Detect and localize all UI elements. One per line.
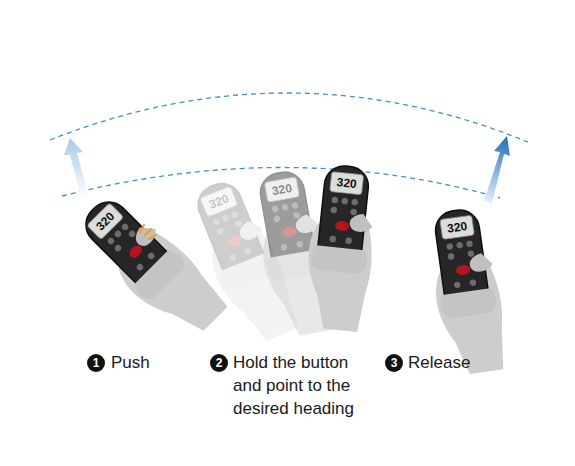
remote-button bbox=[454, 281, 461, 288]
remote-button bbox=[446, 243, 453, 250]
step-caption: Hold the button and point to the desired… bbox=[233, 351, 371, 420]
hand-thumb bbox=[468, 252, 493, 273]
remote-button bbox=[469, 279, 476, 286]
remote-button bbox=[296, 241, 303, 248]
remote-group bbox=[72, 163, 511, 377]
screen-slot: 320 bbox=[330, 172, 364, 195]
caption-slot: Push bbox=[111, 351, 191, 374]
remote-button bbox=[329, 236, 336, 243]
remote-button bbox=[229, 253, 237, 261]
remote-button bbox=[234, 220, 242, 228]
step-caption: Push bbox=[111, 351, 191, 374]
remote-button bbox=[281, 204, 288, 211]
remote-button bbox=[243, 247, 251, 255]
start-arrow bbox=[64, 138, 90, 200]
remote-button bbox=[456, 242, 463, 249]
remote-button bbox=[113, 229, 122, 238]
remote-button bbox=[293, 212, 300, 219]
step-number: 2 bbox=[210, 354, 228, 372]
remote-button bbox=[345, 237, 352, 244]
remote-screen bbox=[264, 177, 299, 202]
remote-button bbox=[147, 251, 156, 260]
remote-screen bbox=[440, 215, 474, 239]
remote-button bbox=[350, 209, 357, 216]
hand-thumb bbox=[236, 217, 264, 242]
remote-control bbox=[301, 163, 381, 333]
push-mark bbox=[149, 235, 156, 239]
step-number: 3 bbox=[385, 354, 403, 372]
step-caption: Release bbox=[408, 351, 508, 374]
remote-button bbox=[466, 240, 473, 247]
remote-button bbox=[341, 198, 348, 205]
red-button bbox=[227, 234, 244, 249]
red-button bbox=[127, 243, 144, 260]
end-arrow bbox=[484, 136, 510, 203]
display-reading: 320 bbox=[330, 172, 364, 195]
remote-button bbox=[216, 227, 224, 235]
remote-button bbox=[351, 199, 358, 206]
remote-button bbox=[121, 222, 130, 231]
remote-button bbox=[280, 243, 287, 250]
hand-thumb bbox=[349, 213, 374, 233]
remote-button bbox=[467, 250, 474, 257]
red-button bbox=[282, 226, 298, 238]
remote-screen bbox=[330, 172, 364, 195]
remote-button bbox=[331, 197, 338, 204]
remote-button bbox=[106, 237, 115, 246]
hand-fingers bbox=[310, 245, 368, 275]
remote-button bbox=[330, 206, 337, 213]
caption-slot: Hold the button and point to the desired… bbox=[233, 351, 371, 420]
remote-button bbox=[221, 214, 229, 222]
remote-button bbox=[128, 229, 137, 238]
red-button bbox=[335, 220, 350, 231]
remote-button bbox=[231, 210, 239, 218]
caption-slot: 2 bbox=[210, 354, 228, 372]
caption-slot: 3 bbox=[385, 354, 403, 372]
hand-fingers bbox=[439, 288, 498, 320]
outer-arc bbox=[50, 93, 528, 142]
caption-slot: 1 bbox=[87, 354, 105, 372]
step-number: 1 bbox=[87, 354, 105, 372]
remote-screen bbox=[87, 203, 124, 240]
remote-button bbox=[273, 215, 280, 222]
remote-screen bbox=[200, 186, 237, 217]
remote-control bbox=[425, 206, 511, 377]
red-button bbox=[455, 264, 470, 276]
push-mark bbox=[140, 225, 144, 232]
remote-button bbox=[271, 205, 278, 212]
remote-button bbox=[135, 263, 144, 272]
hand-fingers bbox=[132, 247, 188, 303]
hand-thumb bbox=[131, 221, 160, 250]
remote-button bbox=[291, 202, 298, 209]
remote-button bbox=[212, 218, 220, 226]
caption-slot: Release bbox=[408, 351, 508, 374]
push-mark bbox=[145, 229, 151, 235]
remote-button bbox=[448, 253, 455, 260]
push-marks bbox=[140, 225, 156, 239]
remote-button bbox=[113, 244, 122, 253]
